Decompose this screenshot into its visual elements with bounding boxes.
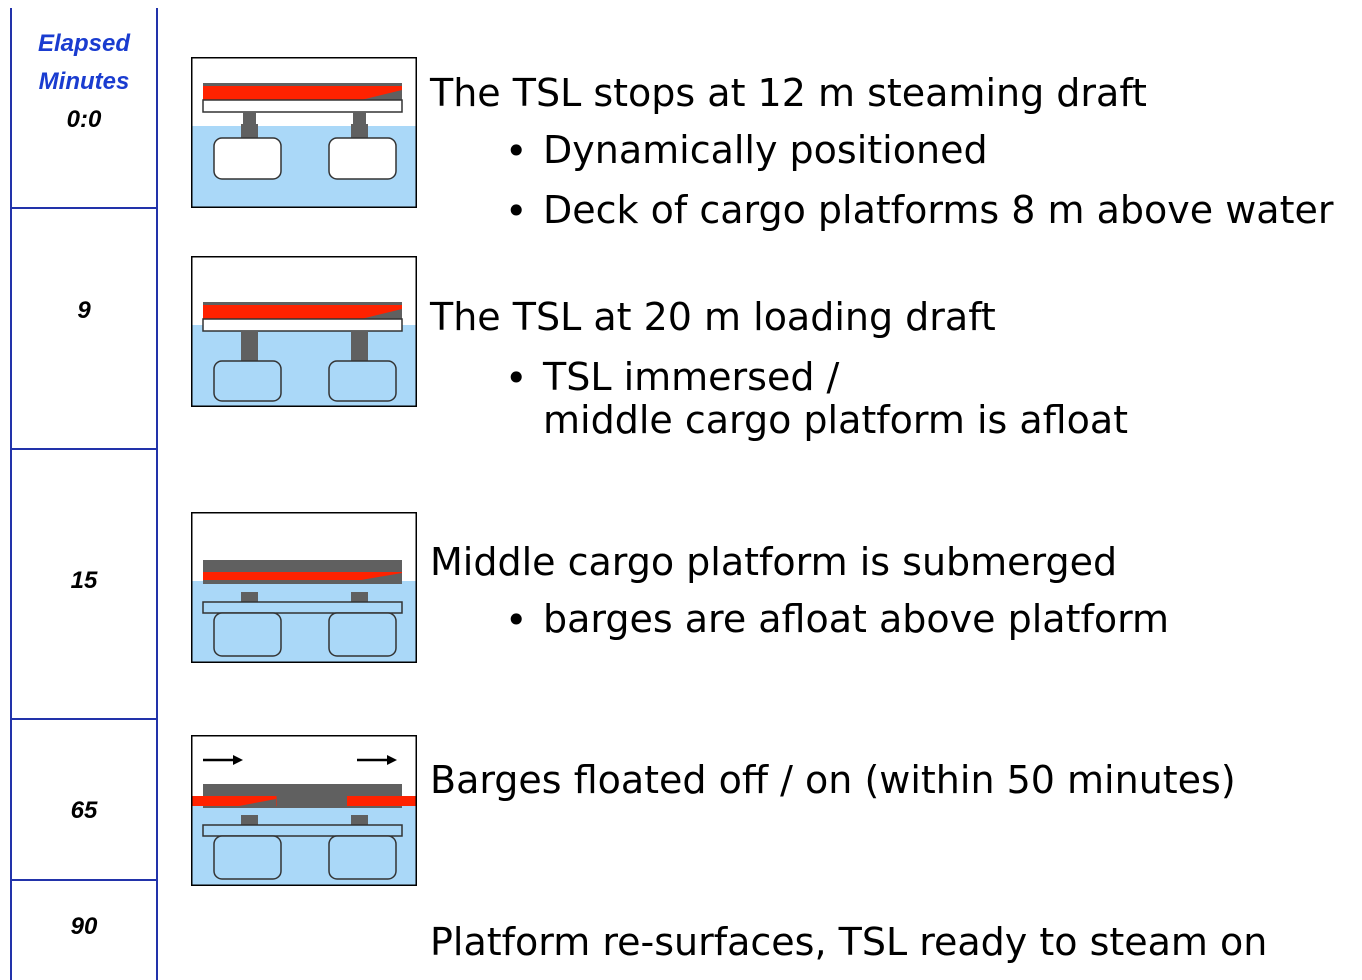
stage-4-title: Barges floated off / on (within 50 minut… [430,758,1236,802]
bullet-dot: • [505,129,528,173]
timeline-step-65: 65 [70,797,98,824]
stage-1-bullet-1: Dynamically positioned [543,128,988,172]
timeline-divider [10,718,158,720]
stage-2-bullet-1: TSL immersed / [543,355,840,399]
timeline-divider [10,448,158,450]
elapsed-minutes-timeline [10,8,158,980]
timeline-step-9: 9 [77,297,91,324]
tsl-steaming-draft-diagram [191,57,417,208]
stage-3-bullet-1: barges are afloat above platform [543,597,1170,641]
stage-3-title: Middle cargo platform is submerged [430,540,1118,584]
stage-5-title: Platform re-surfaces, TSL ready to steam… [430,920,1268,964]
platform-submerged-diagram [191,512,417,663]
timeline-header-minutes: Minutes [38,68,130,95]
timeline-divider [10,207,158,209]
timeline-step-15: 15 [70,567,98,594]
timeline-step-0: 0:0 [66,106,102,133]
stage-2-title: The TSL at 20 m loading draft [430,295,996,339]
stage-2-bullet-1-continued: middle cargo platform is afloat [543,398,1129,442]
timeline-divider [10,879,158,881]
bullet-dot: • [505,598,528,642]
stage-1-bullet-2: Deck of cargo platforms 8 m above water [543,188,1334,232]
timeline-header-elapsed: Elapsed [37,30,131,57]
timeline-step-90: 90 [70,913,98,940]
barges-float-off-diagram [191,735,417,886]
bullet-dot: • [505,189,528,233]
stage-1-title: The TSL stops at 12 m steaming draft [430,71,1147,115]
arrow-right-icon [203,755,243,765]
tsl-loading-draft-diagram [191,256,417,407]
bullet-dot: • [505,356,528,400]
arrow-right-icon [357,755,397,765]
